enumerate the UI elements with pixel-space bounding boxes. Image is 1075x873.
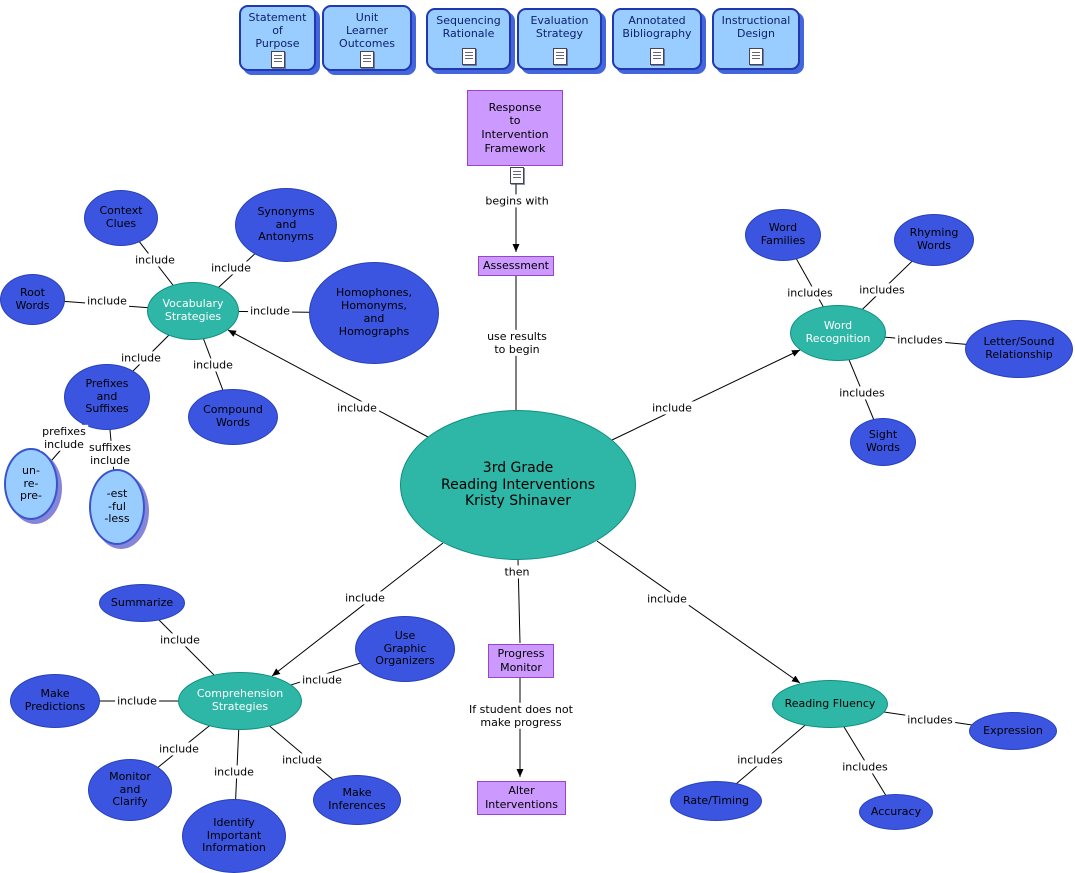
link-label-use-results: use results to begin — [485, 329, 549, 357]
node-alter-interventions[interactable]: Alter Interventions — [477, 781, 566, 815]
node-response-to-intervention-framework[interactable]: Response to Intervention Framework — [467, 90, 563, 166]
concept-root-words[interactable]: Root Words — [0, 274, 65, 325]
resource-label: Evaluation Strategy — [530, 14, 589, 41]
link-label: include — [119, 351, 163, 365]
document-icon[interactable] — [510, 167, 524, 184]
concept-make-inferences[interactable]: Make Inferences — [313, 775, 401, 825]
concept-use-graphic-organizers[interactable]: Use Graphic Organizers — [355, 616, 455, 682]
concept-summarize[interactable]: Summarize — [99, 584, 185, 622]
concept-prefix-examples[interactable]: un- re- pre- — [4, 448, 58, 520]
document-icon[interactable] — [650, 48, 664, 65]
resource-card-statement-of-purpose[interactable]: Statement of Purpose — [239, 5, 316, 71]
link-label: includes — [735, 753, 785, 767]
resource-label: Unit Learner Outcomes — [339, 11, 395, 51]
concept-compound-words[interactable]: Compound Words — [188, 389, 278, 445]
link-label: includes — [905, 713, 955, 727]
concept-homophones-homonyms-homographs[interactable]: Homophones, Homonyms, and Homographs — [309, 262, 439, 364]
link-label: includes — [837, 386, 887, 400]
concept-word-recognition[interactable]: Word Recognition — [790, 305, 886, 361]
concept-expression[interactable]: Expression — [969, 712, 1057, 750]
link-label: includes — [840, 760, 890, 774]
document-icon[interactable] — [461, 48, 476, 65]
concept-accuracy[interactable]: Accuracy — [859, 794, 933, 830]
resource-card-sequencing-rationale[interactable]: Sequencing Rationale — [426, 8, 511, 70]
link-label: include — [115, 694, 159, 708]
link-label: include — [212, 765, 256, 779]
link-label: includes — [857, 283, 907, 297]
concept-word-families[interactable]: Word Families — [745, 209, 821, 261]
link-label: includes — [785, 286, 835, 300]
link-label-include-word-recognition: include — [650, 401, 694, 415]
concept-synonyms-antonyms[interactable]: Synonyms and Antonyms — [235, 188, 337, 262]
concept-context-clues[interactable]: Context Clues — [84, 190, 158, 246]
concept-identify-important-information[interactable]: Identify Important Information — [182, 799, 286, 873]
concept-rate-timing[interactable]: Rate/Timing — [670, 781, 762, 821]
concept-reading-fluency[interactable]: Reading Fluency — [772, 680, 888, 728]
link-label: include — [158, 633, 202, 647]
link-label-begins-with: begins with — [483, 194, 551, 208]
concept-monitor-and-clarify[interactable]: Monitor and Clarify — [88, 759, 172, 821]
link-label-include-reading-fluency: include — [645, 592, 689, 606]
link-label-include-comprehension: include — [343, 591, 387, 605]
concept-prefixes-suffixes[interactable]: Prefixes and Suffixes — [64, 364, 150, 430]
concept-make-predictions[interactable]: Make Predictions — [10, 674, 100, 728]
document-icon[interactable] — [360, 50, 374, 68]
link-label-no-progress: If student does not make progress — [467, 702, 575, 730]
resource-card-evaluation-strategy[interactable]: Evaluation Strategy — [517, 8, 602, 70]
link-label: include — [133, 253, 177, 267]
resource-label: Sequencing Rationale — [436, 14, 501, 41]
resource-card-unit-learner-outcomes[interactable]: Unit Learner Outcomes — [322, 5, 412, 71]
resource-label: Instructional Design — [721, 14, 791, 41]
concept-rhyming-words[interactable]: Rhyming Words — [894, 214, 974, 266]
resource-label: Annotated Bibliography — [622, 14, 692, 41]
concept-comprehension-strategies[interactable]: Comprehension Strategies — [178, 672, 302, 730]
document-icon[interactable] — [749, 48, 763, 65]
link-label: include — [157, 742, 201, 756]
document-icon[interactable] — [552, 48, 567, 65]
document-icon[interactable] — [270, 50, 285, 68]
link-label-then: then — [502, 565, 532, 579]
node-progress-monitor[interactable]: Progress Monitor — [488, 644, 554, 678]
concept-main-title[interactable]: 3rd Grade Reading Interventions Kristy S… — [400, 410, 636, 560]
link-label-suffixes-include: suffixes include — [86, 440, 134, 468]
link-label: include — [85, 294, 129, 308]
link-label: includes — [895, 333, 945, 347]
link-label: include — [280, 753, 324, 767]
resource-label: Statement of Purpose — [248, 11, 307, 51]
link-label-include-vocabulary: include — [335, 401, 379, 415]
link-label: include — [191, 358, 235, 372]
concept-sight-words[interactable]: Sight Words — [850, 418, 916, 466]
concept-suffix-examples[interactable]: -est -ful -less — [89, 469, 145, 545]
link-label-prefixes-include: prefixes include — [40, 424, 88, 452]
link-label: include — [300, 673, 344, 687]
resource-card-annotated-bibliography[interactable]: Annotated Bibliography — [612, 8, 702, 70]
resource-card-instructional-design[interactable]: Instructional Design — [712, 8, 800, 70]
node-assessment[interactable]: Assessment — [478, 256, 554, 276]
link-label: include — [248, 304, 292, 318]
concept-vocabulary-strategies[interactable]: Vocabulary Strategies — [147, 282, 239, 340]
link-label: include — [209, 261, 253, 275]
concept-letter-sound-relationship[interactable]: Letter/Sound Relationship — [965, 320, 1073, 378]
